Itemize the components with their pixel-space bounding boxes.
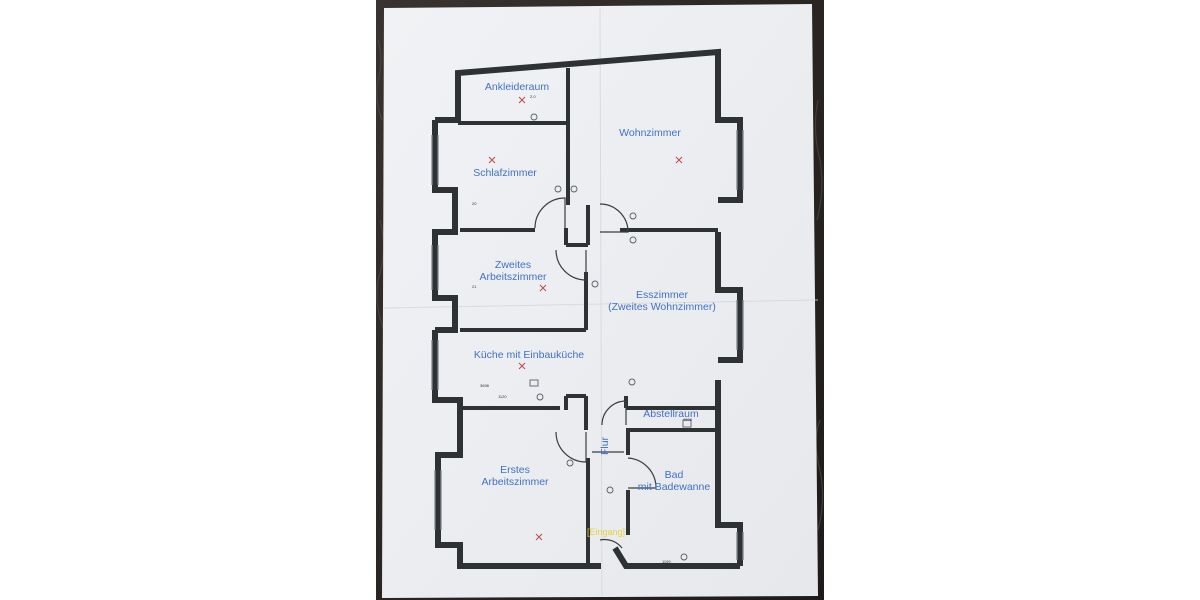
socket-icon [591,280,599,288]
switch-icon [682,419,692,428]
socket-icon [566,459,574,467]
light-marker [488,156,496,164]
door-abstellraum [601,400,627,426]
room-label-zweites-line1: Zweites [495,259,531,271]
annotation: 4808 [683,417,693,422]
annotation: 2.0 [530,94,536,99]
room-label-erstes-line1: Erstes [500,464,530,476]
light-marker [518,362,526,370]
annotation: 1199 [662,559,671,564]
socket-icon [570,185,578,193]
interior-walls [458,68,718,566]
socket-symbols [529,113,692,561]
appliance-icon [529,379,539,387]
room-label-bad-line2: mit Badewanne [638,481,711,493]
socket-icon [530,113,538,121]
room-label-zweites-line2: Arbeitszimmer [479,271,547,283]
door-bad [627,457,657,489]
door-zweites-arbeitszimmer [555,249,587,281]
socket-icon [680,553,688,561]
socket-icon [629,212,637,220]
annotation: 1120 [498,394,507,399]
light-marker [535,533,543,541]
socket-icon [606,486,614,494]
door-erstes-arbeitszimmer [555,431,587,463]
door-eingang [599,538,623,549]
exterior-walls [432,48,743,569]
room-label-kueche: Küche mit Einbauküche [474,349,584,361]
socket-icon [629,236,637,244]
annotation: 21 [472,284,477,289]
light-marker [675,156,683,164]
door-swings [534,197,657,549]
windows [431,130,744,560]
entrance-label: [Eingang] [587,527,625,537]
room-label-erstes-line2: Arbeitszimmer [481,476,549,488]
light-marker [518,96,526,104]
door-schlafzimmer [534,197,566,229]
paper-sheet [382,4,818,598]
room-label-flur: Flur [599,436,611,455]
light-marker [539,284,547,292]
electrical-symbols [488,96,683,541]
annotation: 3698 [480,383,490,388]
door-wohnzimmer [599,203,629,233]
room-label-abstellraum: Abstellraum [643,408,699,420]
room-label-schlafzimmer: Schlafzimmer [473,167,537,179]
room-label-esszimmer-line2: (Zweites Wohnzimmer) [608,301,716,313]
socket-icon [628,378,636,386]
table-marble-veins [376,39,824,531]
room-label-esszimmer-line1: Esszimmer [636,289,688,301]
socket-icon [554,185,562,193]
annotation: 20 [472,201,477,206]
socket-icon [536,393,544,401]
room-label-bad-line1: Bad [665,469,684,481]
room-label-wohnzimmer: Wohnzimmer [619,127,681,139]
room-label-ankleideraum: Ankleideraum [485,81,549,93]
